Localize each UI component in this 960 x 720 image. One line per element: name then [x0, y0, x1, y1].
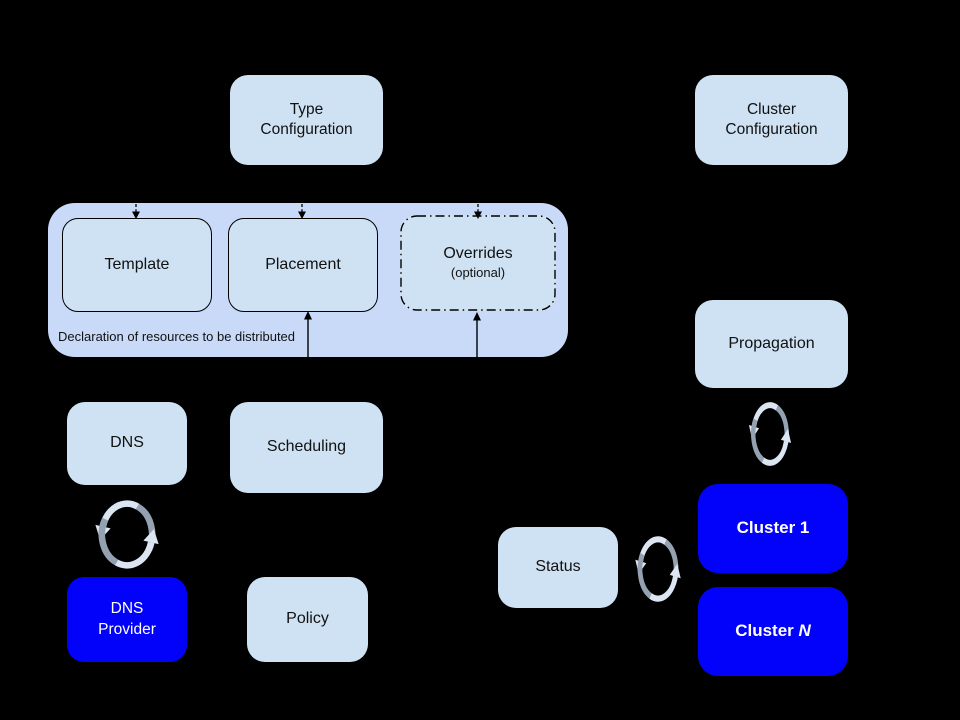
- cluster-n-node: Cluster N: [698, 587, 848, 676]
- propagation-node: Propagation: [695, 300, 848, 388]
- placement-node: Placement: [228, 218, 378, 312]
- overrides-title: Overrides: [443, 244, 513, 262]
- cluster-n-variable: N: [798, 621, 811, 641]
- panel-caption: Declaration of resources to be distribut…: [58, 329, 296, 344]
- arrow-into-overrides: [474, 204, 482, 219]
- template-node: Template: [62, 218, 212, 312]
- arrow-into-template: [132, 204, 140, 219]
- overrides-subtitle: (optional): [450, 265, 506, 281]
- cluster-configuration-node: Cluster Configuration: [695, 75, 848, 165]
- arrow-into-placement: [298, 204, 306, 219]
- dns-node: DNS: [67, 402, 187, 485]
- sync-icon: [748, 402, 792, 466]
- scheduling-node: Scheduling: [230, 402, 383, 493]
- type-configuration-node: Type Configuration: [230, 75, 383, 165]
- overrides-node: Overrides (optional): [400, 215, 556, 311]
- policy-node: Policy: [247, 577, 368, 662]
- arrow-up-into-overrides: [473, 312, 481, 357]
- arrow-up-into-placement: [304, 311, 312, 357]
- cluster-1-node: Cluster 1: [698, 484, 848, 573]
- sync-icon: [95, 500, 159, 569]
- dns-provider-node: DNS Provider: [67, 577, 187, 662]
- sync-icon: [635, 536, 681, 602]
- cluster-n-prefix: Cluster: [735, 621, 799, 641]
- status-node: Status: [498, 527, 618, 608]
